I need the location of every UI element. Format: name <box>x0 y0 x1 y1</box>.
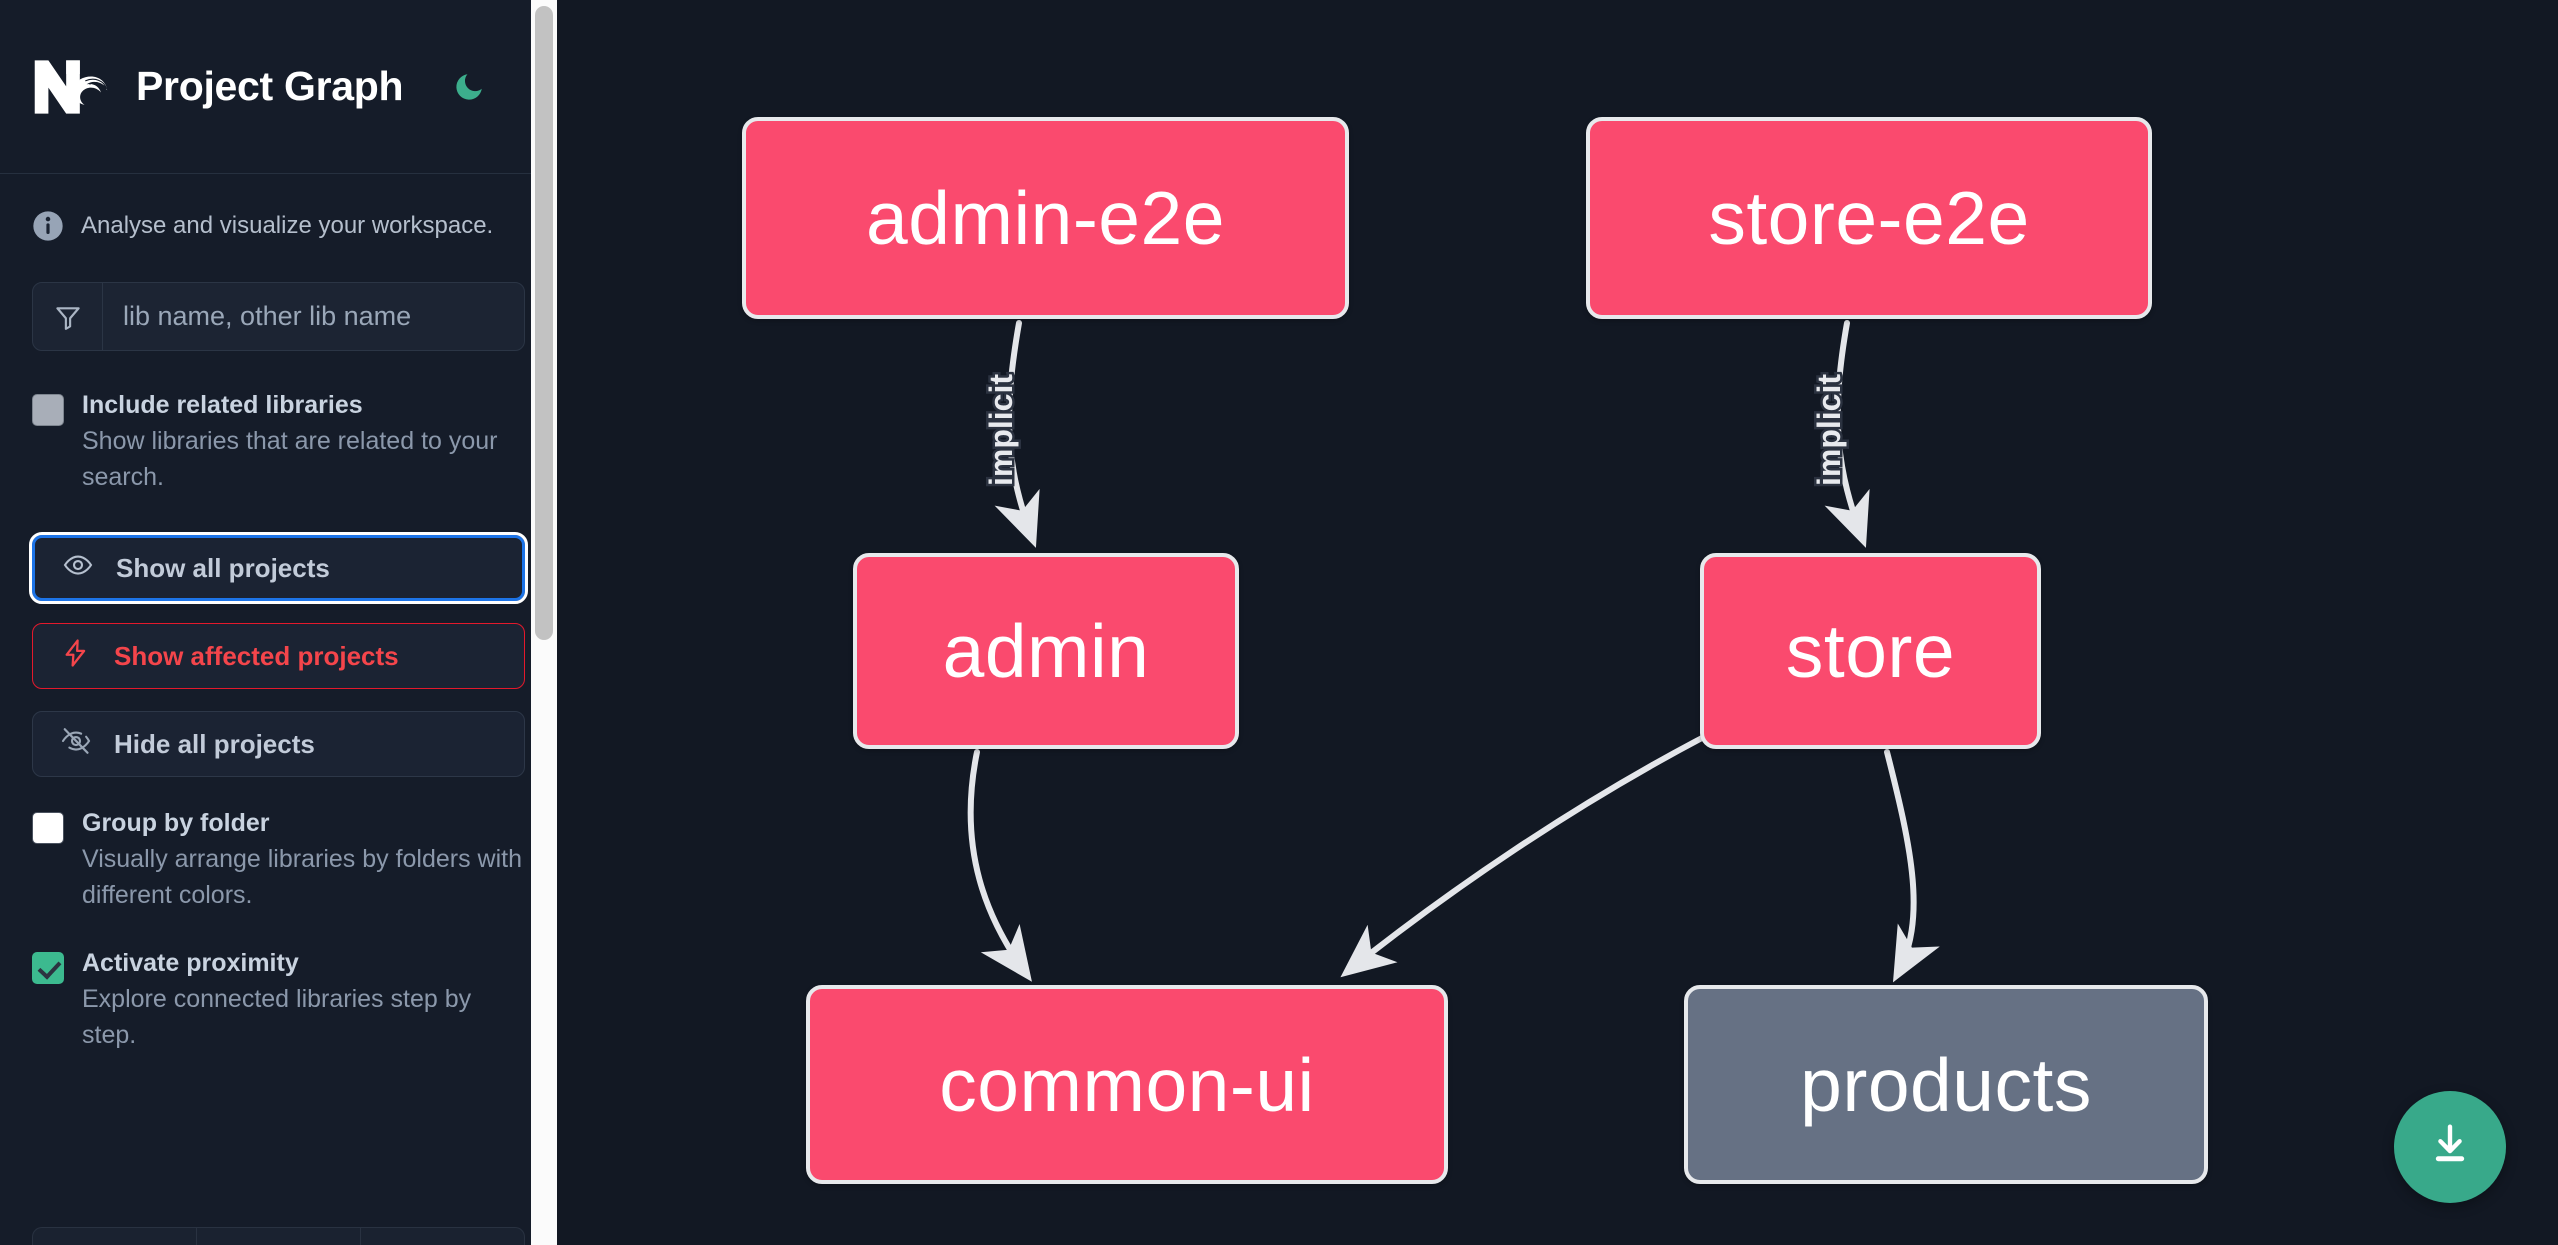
hide-all-projects-label: Hide all projects <box>114 728 315 759</box>
edge-label-implicit-store: implicit <box>1811 374 1847 486</box>
nx-logo-icon <box>32 56 114 118</box>
include-related-libraries-checkbox[interactable] <box>32 394 64 426</box>
graph-node-store[interactable]: store <box>1700 553 2041 749</box>
graph-node-label: products <box>1800 1042 2092 1127</box>
edge-admin-e2e-to-admin <box>994 320 1040 548</box>
sidebar-scrollbar-thumb[interactable] <box>535 6 553 640</box>
workspace-info: Analyse and visualize your workspace. <box>0 174 557 272</box>
activate-proximity-label: Activate proximity <box>82 949 299 977</box>
checkbox-row-include-related-libraries[interactable]: Include related libraries Show libraries… <box>0 389 557 495</box>
graph-node-admin[interactable]: admin <box>853 553 1239 749</box>
proximity-segmented-control[interactable] <box>32 1227 525 1245</box>
segment-2[interactable] <box>197 1228 361 1245</box>
download-image-button[interactable] <box>2394 1091 2506 1203</box>
checkbox-row-group-by-folder[interactable]: Group by folder Visually arrange librari… <box>0 807 557 913</box>
group-by-folder-label: Group by folder <box>82 809 270 837</box>
sidebar-scroll-area: Project Graph Analyse and visualize yo <box>0 0 557 1245</box>
include-related-libraries-description: Show libraries that are related to your … <box>82 427 498 491</box>
info-circle-icon <box>32 210 64 242</box>
eye-icon <box>63 550 93 587</box>
show-affected-projects-label: Show affected projects <box>114 640 399 671</box>
sidebar-header: Project Graph <box>0 0 557 174</box>
graph-node-label: common-ui <box>939 1042 1315 1127</box>
segment-1[interactable] <box>33 1228 197 1245</box>
group-by-folder-checkbox[interactable] <box>32 812 64 844</box>
graph-node-label: store <box>1785 609 1956 693</box>
hide-all-projects-button[interactable]: Hide all projects <box>32 711 525 777</box>
activate-proximity-checkbox[interactable] <box>32 952 64 984</box>
search-input[interactable] <box>103 283 524 350</box>
search-field-wrapper[interactable] <box>32 282 525 351</box>
page-title: Project Graph <box>136 63 404 109</box>
graph-node-products[interactable]: products <box>1684 985 2208 1184</box>
graph-node-common-ui[interactable]: common-ui <box>806 985 1448 1184</box>
download-icon <box>2425 1120 2475 1175</box>
include-related-libraries-label: Include related libraries <box>82 391 363 419</box>
workspace-info-text: Analyse and visualize your workspace. <box>81 212 494 239</box>
sidebar: Project Graph Analyse and visualize yo <box>0 0 557 1245</box>
filter-icon <box>33 283 103 350</box>
lightning-icon <box>61 638 91 675</box>
graph-node-label: store-e2e <box>1708 176 2030 260</box>
eye-off-icon <box>61 726 91 763</box>
project-visibility-buttons: Show all projects Show affected projects <box>0 532 557 777</box>
moon-icon[interactable] <box>449 67 489 107</box>
edge-store-to-products <box>1884 749 1940 983</box>
sidebar-scrollbar-track[interactable] <box>531 0 557 1245</box>
show-all-projects-button[interactable]: Show all projects <box>29 532 528 604</box>
graph-node-label: admin-e2e <box>866 176 1225 260</box>
graph-edges-layer: implicit implicit <box>967 320 1940 983</box>
group-by-folder-description: Visually arrange libraries by folders wi… <box>82 845 523 909</box>
activate-proximity-description: Explore connected libraries step by step… <box>82 985 472 1049</box>
show-affected-projects-button[interactable]: Show affected projects <box>32 623 525 689</box>
graph-node-label: admin <box>942 609 1150 693</box>
checkbox-row-activate-proximity[interactable]: Activate proximity Explore connected lib… <box>0 947 557 1053</box>
show-all-projects-label: Show all projects <box>116 552 330 583</box>
segment-3[interactable] <box>361 1228 524 1245</box>
edge-store-to-common-ui <box>1340 717 1740 978</box>
edge-store-e2e-to-store <box>1824 320 1870 548</box>
graph-canvas[interactable]: implicit implicit admin-e2e store-e2e ad… <box>557 0 2558 1245</box>
graph-node-admin-e2e[interactable]: admin-e2e <box>742 117 1349 319</box>
graph-node-store-e2e[interactable]: store-e2e <box>1586 117 2152 319</box>
edge-label-implicit-admin: implicit <box>983 374 1019 486</box>
edge-admin-to-common-ui <box>967 749 1032 982</box>
